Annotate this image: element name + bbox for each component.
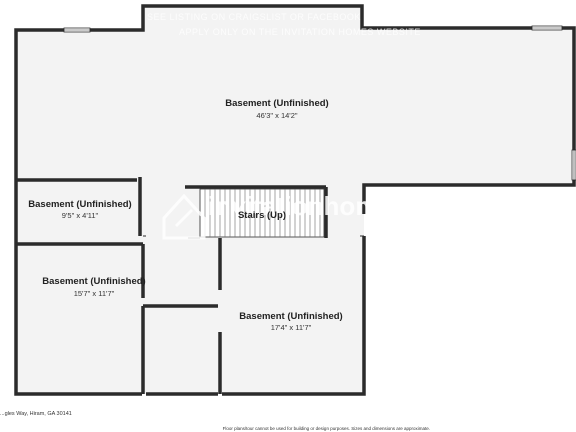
room-basement-small-name: Basement (Unfinished)	[28, 199, 131, 210]
room-basement-right-dims: 17'4" x 11'7"	[271, 323, 312, 332]
room-basement-small-dims: 9'5" x 4'11"	[62, 211, 99, 220]
stairs	[199, 188, 325, 238]
room-stairs-name: Stairs (Up)	[238, 210, 286, 221]
window-right	[531, 25, 563, 31]
room-basement-top-dims: 46'3" x 14'2"	[256, 111, 297, 120]
window-east	[571, 149, 576, 181]
exterior-walls	[14, 4, 576, 396]
footer-address: ...gles Way, Hiram, GA 30141	[0, 411, 72, 417]
room-labels: Basement (Unfinished) 46'3" x 14'2" Base…	[28, 98, 342, 332]
window-left	[63, 27, 91, 33]
watermark-logo-text: invitationhomes	[208, 191, 407, 221]
room-basement-top-name: Basement (Unfinished)	[225, 98, 328, 109]
watermark-line-1: SEE LISTING ON CRAIGSLIST OR FACEBOOK	[147, 12, 361, 22]
watermark-house-icon	[162, 193, 206, 240]
room-basement-left-dims: 15'7" x 11'7"	[74, 289, 115, 298]
interior-walls	[16, 177, 328, 394]
footer-disclaimer: Floor plans/tour cannot be used for buil…	[222, 426, 430, 431]
watermark-line-2: APPLY ONLY ON THE INVITATION HOMES WEBSI…	[179, 27, 421, 37]
room-basement-left-name: Basement (Unfinished)	[42, 276, 145, 287]
room-basement-right-name: Basement (Unfinished)	[239, 311, 342, 322]
watermark: SEE LISTING ON CRAIGSLIST OR FACEBOOK AP…	[147, 12, 421, 240]
